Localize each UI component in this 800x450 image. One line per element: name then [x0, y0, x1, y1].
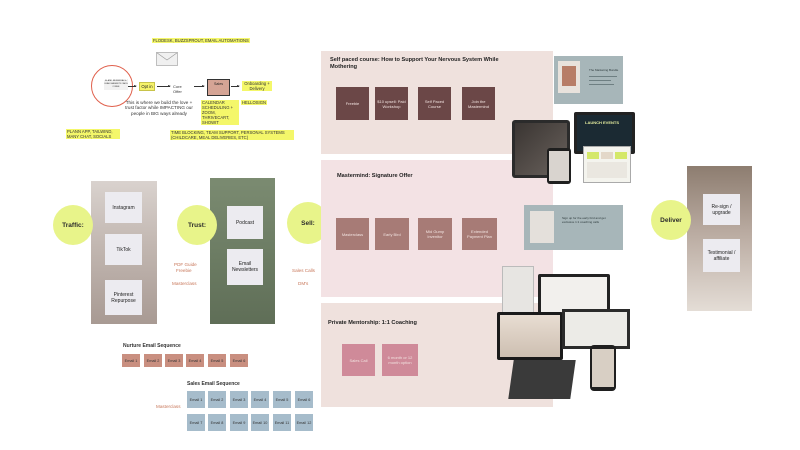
deliver-photo	[687, 166, 752, 311]
calendar-tags: CALENDAR SCHEDULING + ZOOM, THRIVECART, …	[201, 100, 239, 125]
planner-block	[601, 152, 613, 159]
traffic-card-pinterest: Pinterest Repurpose	[105, 280, 142, 315]
mockup-grid-a	[502, 266, 534, 313]
panel-mentorship-title: Private Mentorship: 1:1 Coaching	[328, 320, 417, 326]
nurture-email-6: Email 6	[230, 354, 248, 367]
sales-seq-title: Sales Email Sequence	[187, 381, 240, 387]
label-freebie: Freebie	[176, 268, 192, 273]
stage-trust: Trust:	[177, 205, 217, 245]
mockup-phone	[547, 148, 571, 184]
sales-email-3: Email 3	[230, 391, 248, 408]
mastermind-item-mid: Mid Gump Invenitor	[418, 218, 452, 250]
nurture-email-1: Email 1	[122, 354, 140, 367]
signup-image	[530, 211, 554, 243]
sales-email-10: Email 10	[251, 414, 269, 431]
panel-self-paced-title: Self paced course: How to Support Your N…	[330, 57, 499, 70]
mentorship-item-sales-call: Sales Call	[342, 344, 375, 376]
mockup-phone-2	[590, 345, 616, 391]
sales-email-12: Email 12	[295, 414, 313, 431]
bundle-cover	[562, 66, 576, 86]
phone-screen	[549, 151, 569, 181]
traffic-card-tiktok: TikTok	[105, 234, 142, 265]
love-text: This is where we build the love + trust …	[125, 100, 193, 116]
trust-card-newsletters: Email Newsletters	[227, 249, 263, 285]
laptop-screen: LAUNCH EVENTS	[577, 115, 632, 151]
line	[589, 80, 611, 81]
nurture-email-5: Email 5	[208, 354, 226, 367]
monitor-screen	[500, 315, 560, 357]
core-offer-label: Core Offer	[173, 84, 182, 95]
sales-email-5: Email 5	[273, 391, 291, 408]
planner-block	[587, 152, 599, 159]
arrow	[157, 85, 171, 87]
sales-email-8: Email 8	[208, 414, 226, 431]
nurture-title: Nurture Email Sequence	[123, 343, 181, 349]
optin-box: Opt in	[139, 82, 155, 91]
sales-email-9: Email 9	[230, 414, 248, 431]
sales-seq-label: Masterclass	[156, 404, 181, 409]
label-pdf-guide: PDF Guide	[174, 262, 197, 267]
stage-deliver: Deliver	[651, 200, 691, 240]
left-tags: PLANN APP, TAILWIND, MANY CHAT, SOCIALS	[66, 129, 120, 139]
laptop-3-screen	[565, 312, 627, 346]
label-masterclass: Masterclass	[172, 281, 197, 286]
lead-circle-text: IG AND REFERRALS / LEAD MAGNETS / ADS / …	[104, 80, 128, 90]
bundle-title: The Marketing Bundle	[589, 68, 619, 72]
mentorship-item-option: 6 month or 12 month option	[382, 344, 418, 376]
panel-mastermind-title: Mastermind: Signature Offer	[337, 173, 413, 179]
mockup-bundle: The Marketing Bundle	[554, 56, 623, 104]
self-paced-item-freebie: Freebie	[336, 87, 369, 120]
deliver-card-testimonial: Testimonial / affiliate	[703, 239, 740, 272]
label-sales-calls: Sales Calls	[292, 268, 315, 273]
traffic-card-instagram: Instagram	[105, 192, 142, 223]
mastermind-item-masterclass: Masterclass	[336, 218, 369, 250]
sales-email-6: Email 6	[295, 391, 313, 408]
sales-email-11: Email 11	[273, 414, 291, 431]
arrow	[231, 85, 240, 87]
planner-block	[587, 162, 627, 178]
sales-email-7: Email 7	[187, 414, 205, 431]
launch-events-text: LAUNCH EVENTS	[585, 120, 620, 125]
mockup-monitor	[497, 312, 563, 360]
trust-card-podcast: Podcast	[227, 206, 263, 239]
sales-email-4: Email 4	[251, 391, 269, 408]
mastermind-item-payment: Extended Payment Plan	[462, 218, 497, 250]
mastermind-item-early-bird: Early Bird	[375, 218, 409, 250]
mockup-book	[508, 360, 576, 399]
mockup-laptop-3	[562, 309, 630, 349]
onboarding-label: Onboarding + Delivery	[242, 81, 272, 91]
arrow	[128, 85, 137, 87]
phone-2-screen	[592, 349, 614, 387]
envelope-icon	[156, 52, 178, 66]
self-paced-item-workshop: $10 upsell: Paid Workshop	[375, 87, 408, 120]
nurture-email-4: Email 4	[186, 354, 204, 367]
sales-email-1: Email 1	[187, 391, 205, 408]
mockup-planner	[583, 146, 631, 183]
nurture-email-2: Email 2	[144, 354, 162, 367]
line	[589, 76, 617, 77]
hellosign-tag: HELLOSIGN	[241, 100, 267, 105]
signup-text: Sign up for the early bird and get exclu…	[562, 216, 606, 224]
mockup-signup: Sign up for the early bird and get exclu…	[524, 205, 623, 250]
laptop-2-screen	[541, 277, 607, 315]
sales-email-2: Email 2	[208, 391, 226, 408]
self-paced-item-course: Self Paced Course	[418, 87, 451, 120]
deliver-card-resign: Re-sign / upgrade	[703, 194, 740, 225]
line	[589, 84, 614, 85]
arrow	[194, 85, 205, 87]
label-dms: DM's	[298, 281, 309, 286]
planner-block	[615, 152, 627, 159]
self-paced-item-mastermind: Join the Mastermind	[462, 87, 495, 120]
top-tags: FLODESK, BUZZSPROUT, EMAIL AUTOMATIONS	[152, 38, 250, 43]
bottom-tags: TIME BLOCKING, TEAM SUPPORT, PERSONAL SY…	[170, 130, 294, 140]
nurture-email-3: Email 3	[165, 354, 183, 367]
stage-traffic: Traffic:	[53, 205, 93, 245]
sales-box: Sales	[207, 79, 230, 96]
